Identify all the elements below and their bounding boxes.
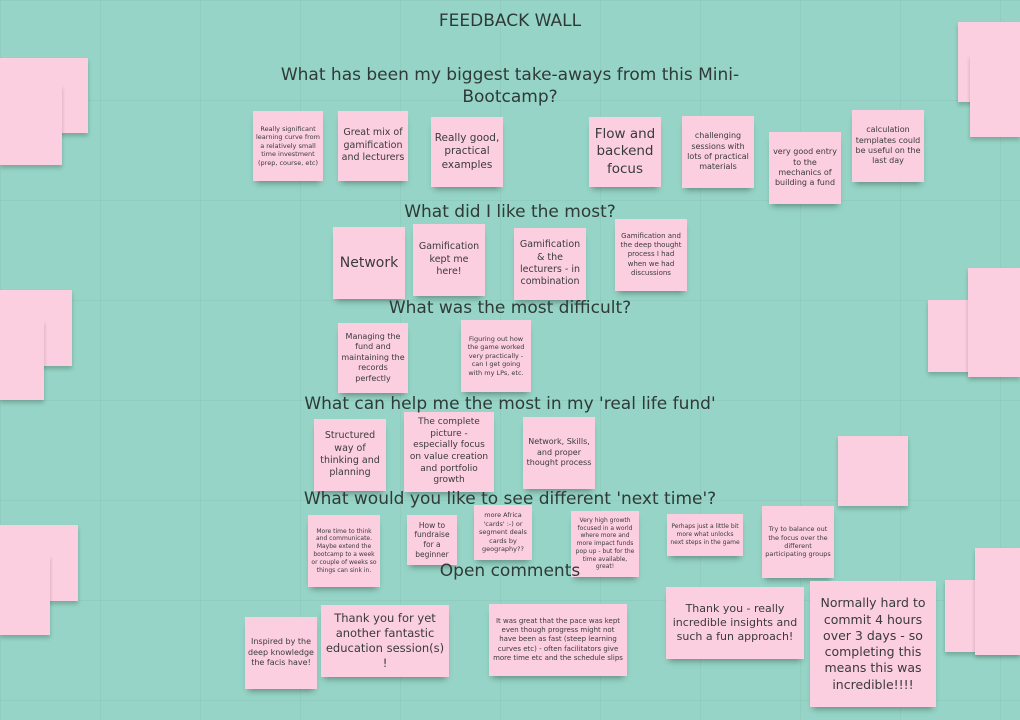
sticky-note[interactable]: Gamification kept me here! bbox=[413, 224, 485, 296]
sticky-note[interactable]: Really significant learning curve from a… bbox=[253, 111, 323, 181]
sticky-note[interactable]: Try to balance out the focus over the di… bbox=[762, 506, 834, 578]
sticky-note[interactable]: Structured way of thinking and planning bbox=[314, 419, 386, 491]
question-6: Open comments bbox=[439, 561, 581, 581]
question-5: What would you like to see different 'ne… bbox=[303, 489, 717, 509]
sticky-note[interactable]: It was great that the pace was kept even… bbox=[489, 604, 627, 676]
offscreen-note[interactable] bbox=[0, 320, 44, 400]
sticky-note[interactable]: calculation templates could be useful on… bbox=[852, 110, 924, 182]
sticky-note[interactable]: challenging sessions with lots of practi… bbox=[682, 116, 754, 188]
sticky-note[interactable]: How to fundraise for a beginner bbox=[407, 515, 457, 565]
question-3: What was the most difficult? bbox=[388, 298, 632, 318]
sticky-note[interactable]: Gamification and the deep thought proces… bbox=[615, 219, 687, 291]
sticky-note[interactable]: Thank you for yet another fantastic educ… bbox=[321, 605, 449, 677]
board-title: FEEDBACK WALL bbox=[438, 11, 582, 31]
sticky-note[interactable]: Great mix of gamification and lecturers bbox=[338, 111, 408, 181]
offscreen-note[interactable] bbox=[0, 555, 50, 635]
question-4: What can help me the most in my 'real li… bbox=[304, 394, 716, 414]
offscreen-note[interactable] bbox=[968, 268, 1020, 377]
blank-note[interactable] bbox=[838, 436, 908, 506]
offscreen-note[interactable] bbox=[970, 55, 1020, 137]
sticky-note[interactable]: Inspired by the deep knowledge the facis… bbox=[245, 617, 317, 689]
question-1: What has been my biggest take-aways from… bbox=[280, 65, 740, 107]
offscreen-note[interactable] bbox=[975, 548, 1020, 655]
sticky-note[interactable]: Really good, practical examples bbox=[431, 117, 503, 187]
sticky-note[interactable]: More time to think and communicate. Mayb… bbox=[308, 515, 380, 587]
sticky-note[interactable]: The complete picture - especially focus … bbox=[404, 412, 494, 492]
sticky-note[interactable]: Network bbox=[333, 227, 405, 299]
sticky-note[interactable]: Perhaps just a little bit more what unlo… bbox=[667, 514, 743, 556]
offscreen-note[interactable] bbox=[0, 85, 62, 165]
sticky-note[interactable]: Thank you - really incredible insights a… bbox=[666, 587, 804, 659]
sticky-note[interactable]: Managing the fund and maintaining the re… bbox=[338, 323, 408, 393]
question-2: What did I like the most? bbox=[404, 202, 616, 222]
sticky-note[interactable]: Gamification & the lecturers - in combin… bbox=[514, 228, 586, 300]
sticky-note[interactable]: Normally hard to commit 4 hours over 3 d… bbox=[810, 581, 936, 707]
sticky-note[interactable]: Flow and backend focus bbox=[589, 117, 661, 187]
sticky-note[interactable]: Network, Skills, and proper thought proc… bbox=[523, 417, 595, 489]
sticky-note[interactable]: more Africa 'cards' :-) or segment deals… bbox=[474, 505, 532, 560]
sticky-note[interactable]: Figuring out how the game worked very pr… bbox=[461, 320, 531, 392]
sticky-note[interactable]: very good entry to the mechanics of buil… bbox=[769, 132, 841, 204]
sticky-note[interactable]: Very high growth focused in a world wher… bbox=[571, 511, 639, 577]
